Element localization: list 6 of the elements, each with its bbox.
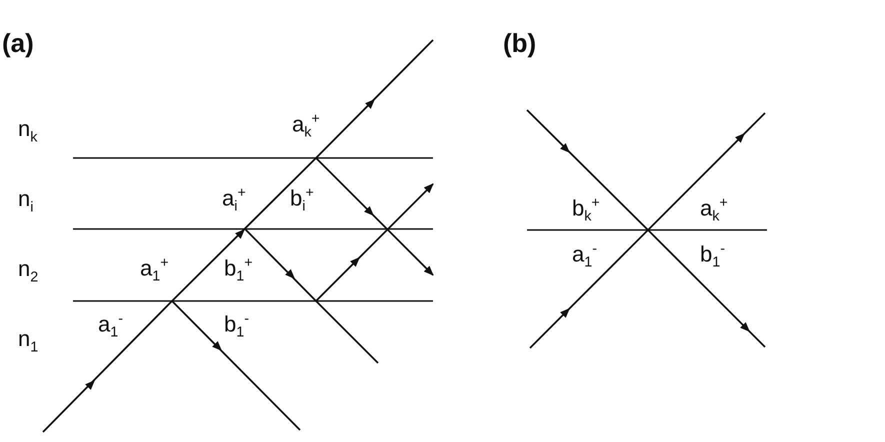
- refractive-index-label: n$_{2}$: [18, 258, 38, 285]
- panel-label: (b): [503, 30, 536, 56]
- refractive-index-label: n$_{1}$: [18, 328, 38, 355]
- refractive-index-label: n$_{k}$: [18, 118, 38, 145]
- panel-label: (a): [2, 30, 34, 56]
- refractive-index-label: n$_{i}$: [18, 188, 34, 215]
